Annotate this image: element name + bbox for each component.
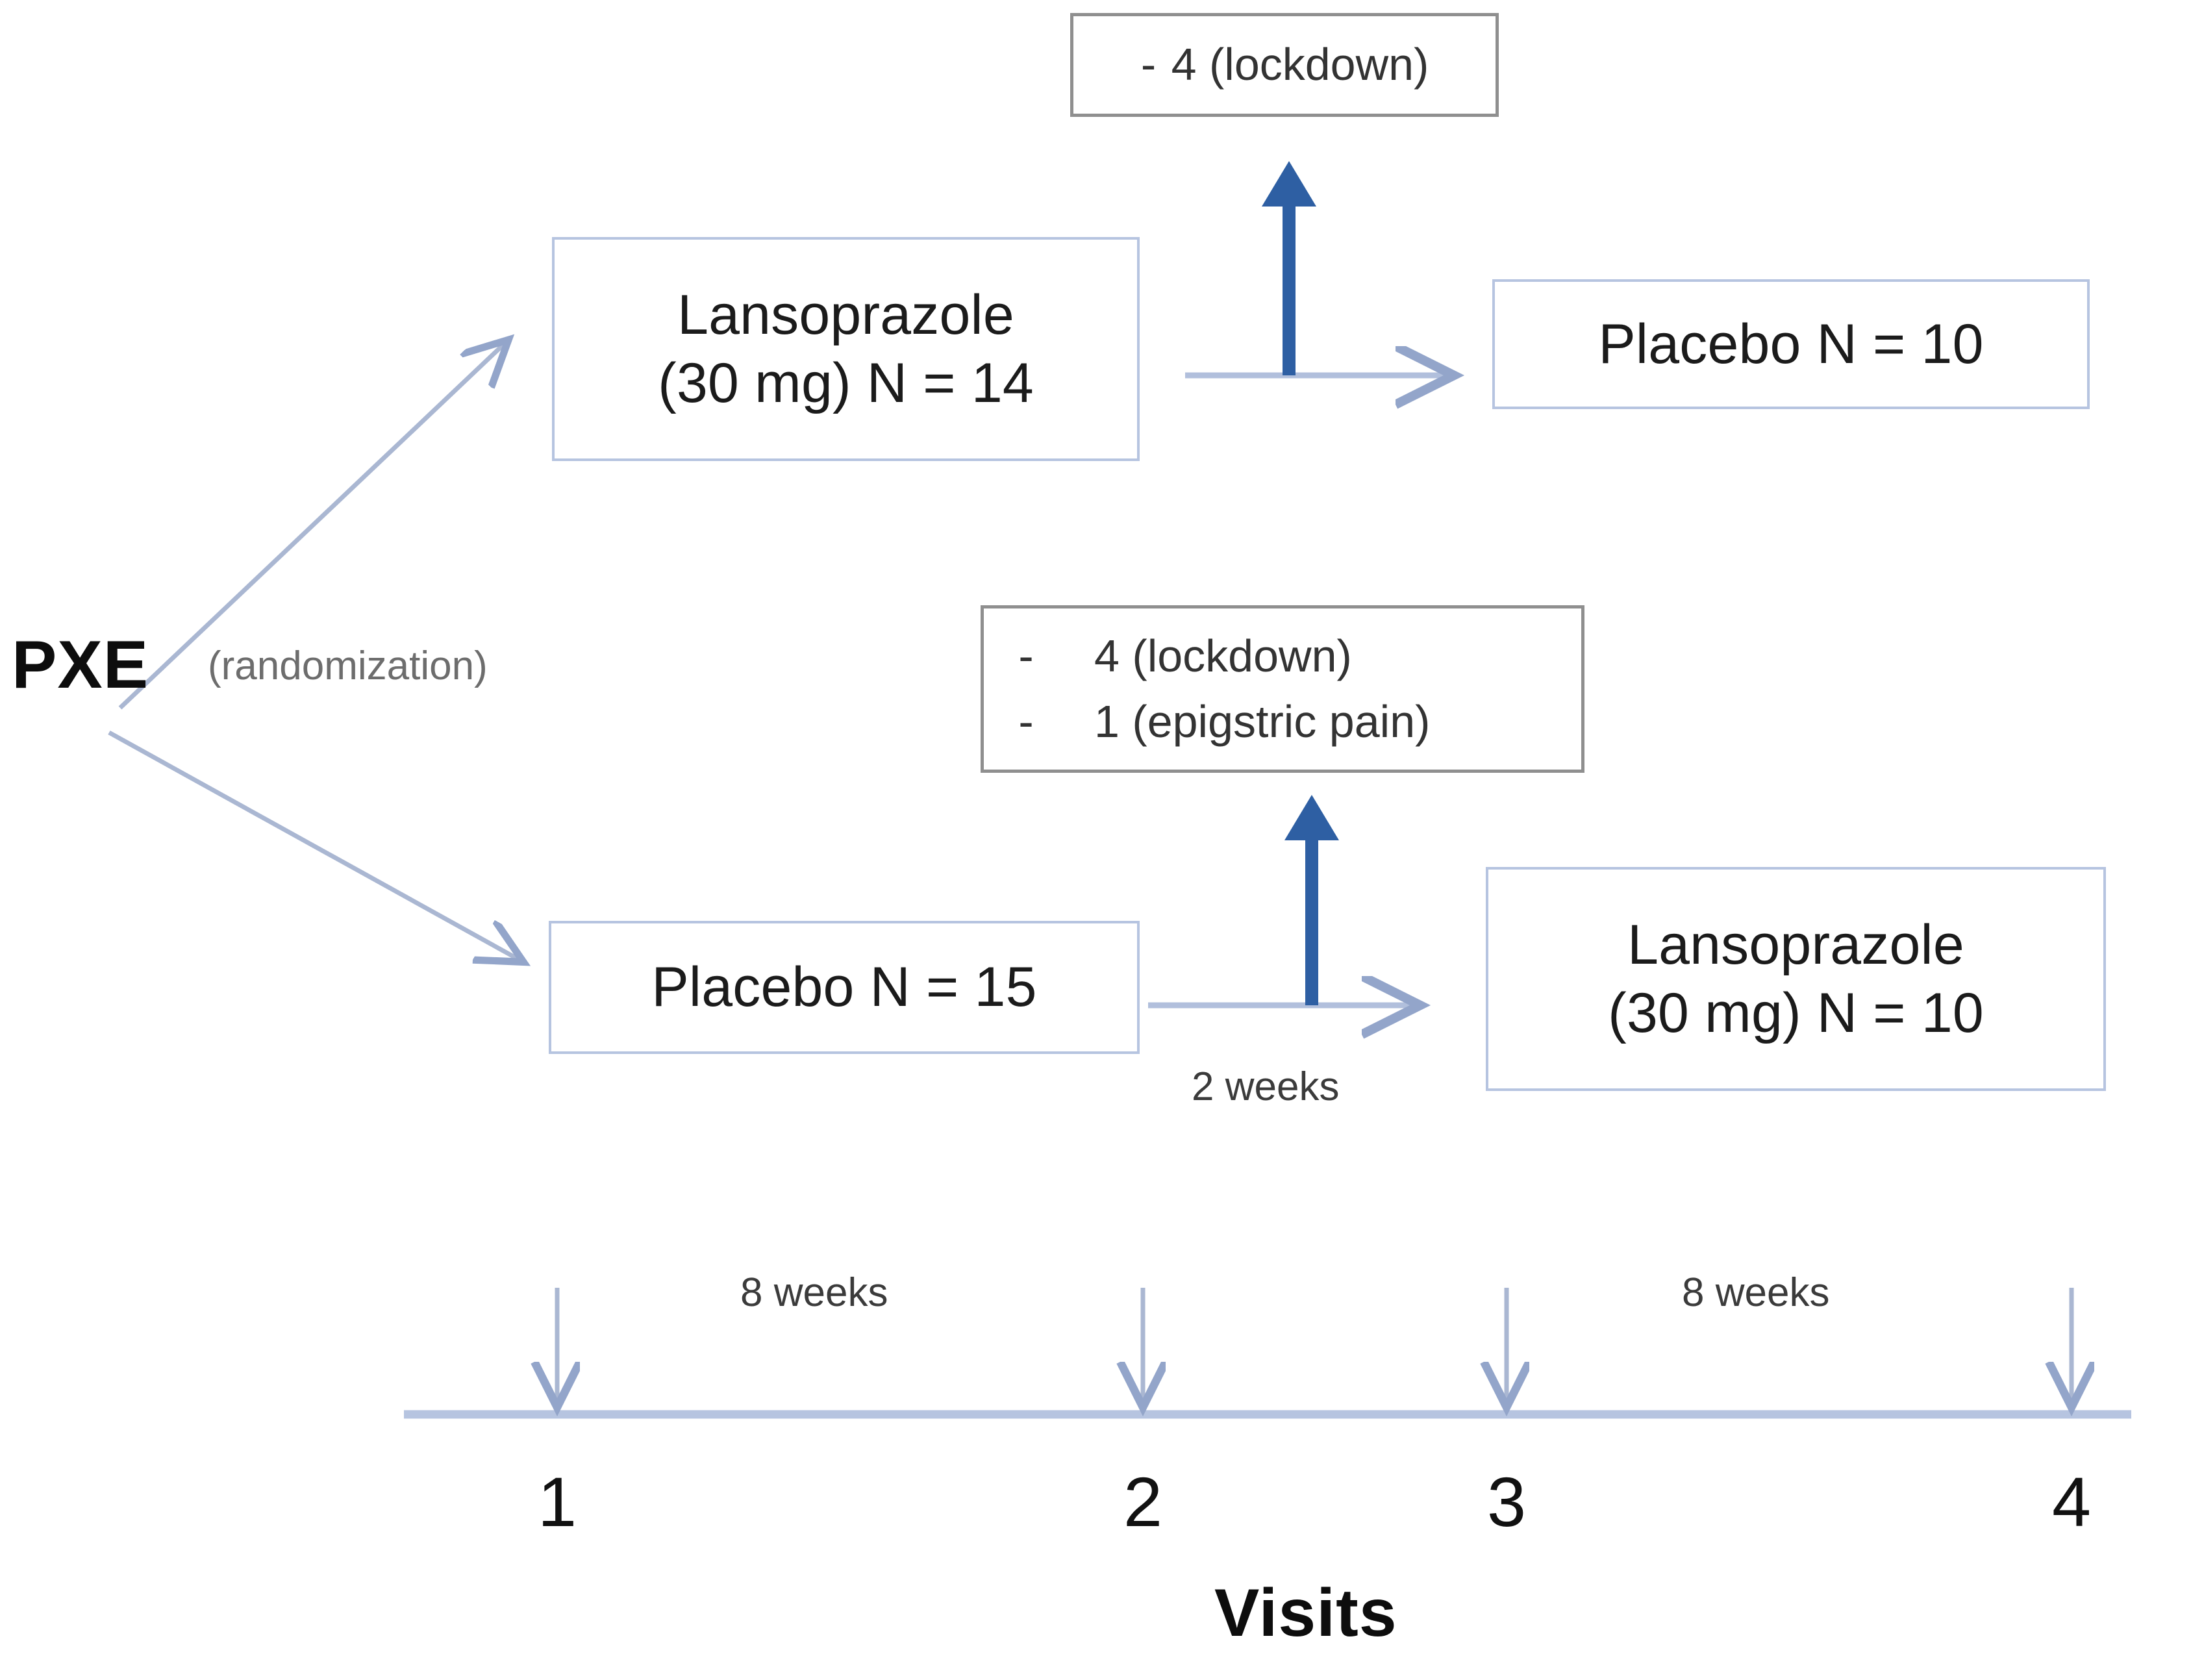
visit-number-3: 3 (1486, 1462, 1527, 1541)
arm2-period2-line1: Lansoprazole (1627, 913, 1964, 976)
dropout-dash: - (1018, 630, 1034, 681)
visit-number-1: 1 (537, 1462, 577, 1541)
dropout-arrow-arm2 (1284, 795, 1339, 1005)
dropout-arrow-arm1 (1262, 161, 1316, 375)
arm2-period2-text: Lansoprazole (30 mg) N = 10 (1608, 911, 1984, 1047)
dropout-text: 4 (lockdown) (1094, 630, 1352, 681)
arm2-period2-line2: (30 mg) N = 10 (1608, 981, 1984, 1044)
interval-label-2: 8 weeks (1682, 1270, 1830, 1315)
arm1-period1-text: Lansoprazole (30 mg) N = 14 (658, 281, 1034, 418)
randomization-arrow-lower (108, 730, 520, 960)
study-population-label: PXE (12, 627, 149, 703)
dropout-text: 1 (epigstric pain) (1094, 696, 1431, 747)
randomization-label: (randomization) (208, 644, 488, 688)
dropout-box-arm2: - 4 (lockdown) - 1 (epigstric pain) (981, 605, 1584, 773)
arm2-period1-line1: Placebo N = 15 (651, 956, 1037, 1019)
arm1-period1-box: Lansoprazole (30 mg) N = 14 (552, 237, 1140, 461)
arm1-period2-text: Placebo N = 10 (1598, 310, 1983, 379)
dropout-line: - 4 (lockdown) (1140, 32, 1429, 98)
arm2-period1-text: Placebo N = 15 (651, 953, 1036, 1022)
arm2-period2-box: Lansoprazole (30 mg) N = 10 (1486, 867, 2106, 1091)
dropout-line: - 1 (epigstric pain) (1018, 689, 1430, 755)
interval-label-1: 8 weeks (740, 1270, 888, 1315)
arm2-period1-box: Placebo N = 15 (549, 921, 1140, 1054)
dropout-text: 4 (lockdown) (1171, 39, 1429, 90)
dropout-line: - 4 (lockdown) (1018, 623, 1352, 690)
timeline-axis-title: Visits (1214, 1575, 1397, 1651)
dropout-dash: - (1140, 39, 1157, 90)
washout-label: 2 weeks (1192, 1064, 1340, 1109)
arm1-period1-line1: Lansoprazole (677, 283, 1014, 346)
arm1-period2-line1: Placebo N = 10 (1598, 312, 1984, 375)
visit-number-2: 2 (1123, 1462, 1163, 1541)
dropout-box-arm1: - 4 (lockdown) (1070, 13, 1499, 117)
arm1-period2-box: Placebo N = 10 (1492, 279, 2090, 409)
arm1-period1-line2: (30 mg) N = 14 (658, 351, 1034, 414)
dropout-dash: - (1018, 696, 1034, 747)
visit-number-4: 4 (2051, 1462, 2092, 1541)
